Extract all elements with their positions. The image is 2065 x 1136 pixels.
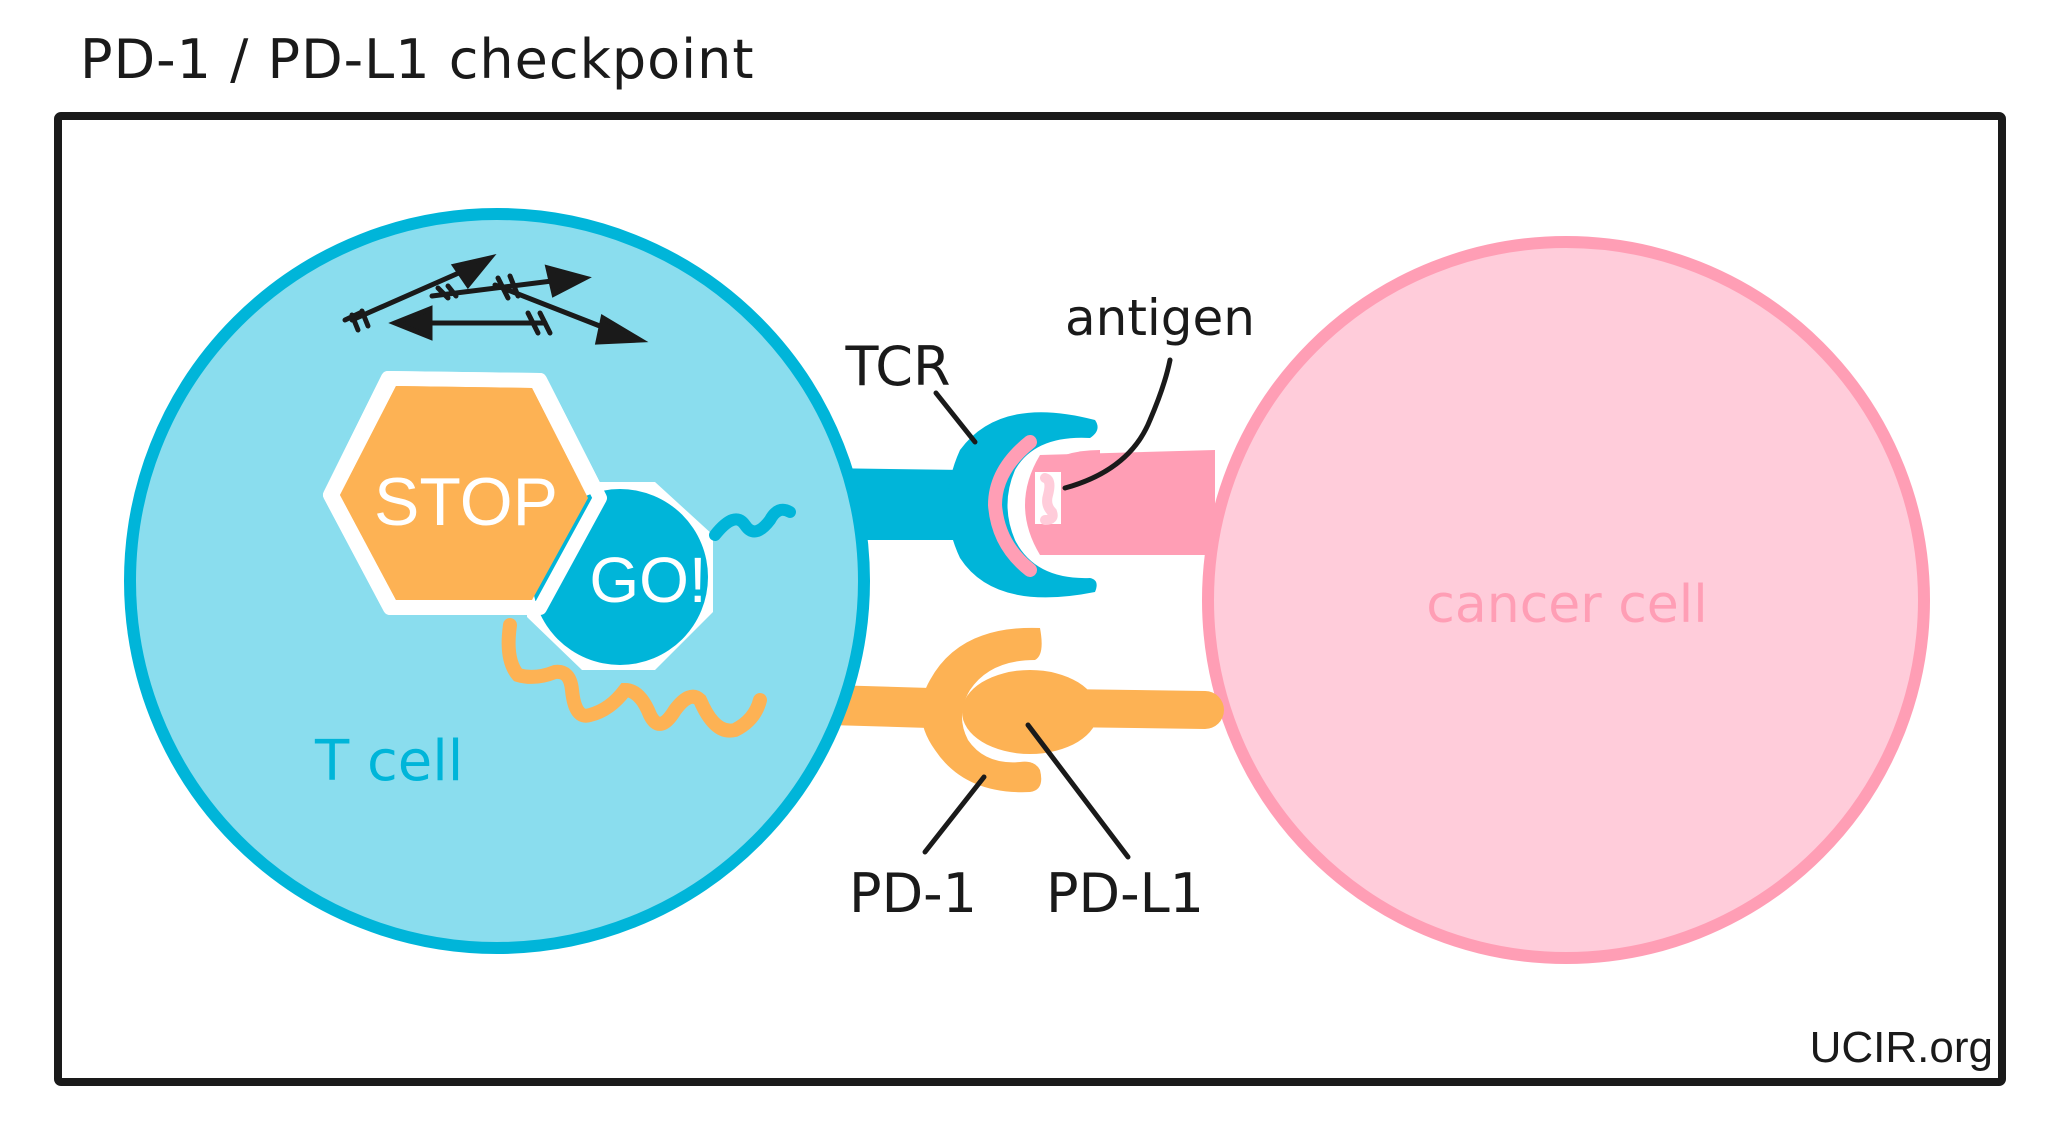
- tcr-receptor: [947, 412, 1098, 598]
- antigen-leader-line: [1062, 357, 1173, 491]
- pdl1-leader-line: [1025, 722, 1131, 860]
- go-label: GO!: [589, 544, 706, 616]
- pdl1-label: PD-L1: [1046, 862, 1204, 925]
- tcr-cup: [947, 412, 1098, 598]
- pd1-signal-squiggle: [501, 618, 767, 738]
- t-cell-group: STOP STOP GO! T cell: [124, 208, 870, 954]
- tcr-label: TCR: [844, 335, 950, 398]
- tcr-pink-lining: [987, 435, 1037, 577]
- pd1-label: PD-1: [849, 862, 977, 925]
- antigen: [1040, 473, 1058, 525]
- pd1-receptor: [921, 627, 1042, 793]
- stop-sign-top: [340, 386, 588, 600]
- migration-arrows-icon: [342, 253, 649, 345]
- cancer-cell-label: cancer cell: [1426, 575, 1707, 635]
- antigen-label: antigen: [1065, 289, 1255, 347]
- cancer-cell-group: cancer cell: [1025, 236, 1930, 964]
- stop-label-top: STOP: [374, 464, 558, 540]
- watermark: UCIR.org: [1810, 1023, 1993, 1072]
- pd1-leader-line: [922, 774, 987, 855]
- t-cell-label: T cell: [314, 729, 463, 794]
- diagram-title: PD-1 / PD-L1 checkpoint: [80, 28, 755, 91]
- stop-sign-overlap: [323, 371, 607, 615]
- tcr-signal-squiggle: [709, 503, 796, 541]
- cancer-cell: [1202, 236, 1930, 964]
- diagram-frame: [54, 112, 2006, 1086]
- tcr-leader-line: [933, 390, 978, 445]
- pdl1-stalk: [1041, 689, 1224, 729]
